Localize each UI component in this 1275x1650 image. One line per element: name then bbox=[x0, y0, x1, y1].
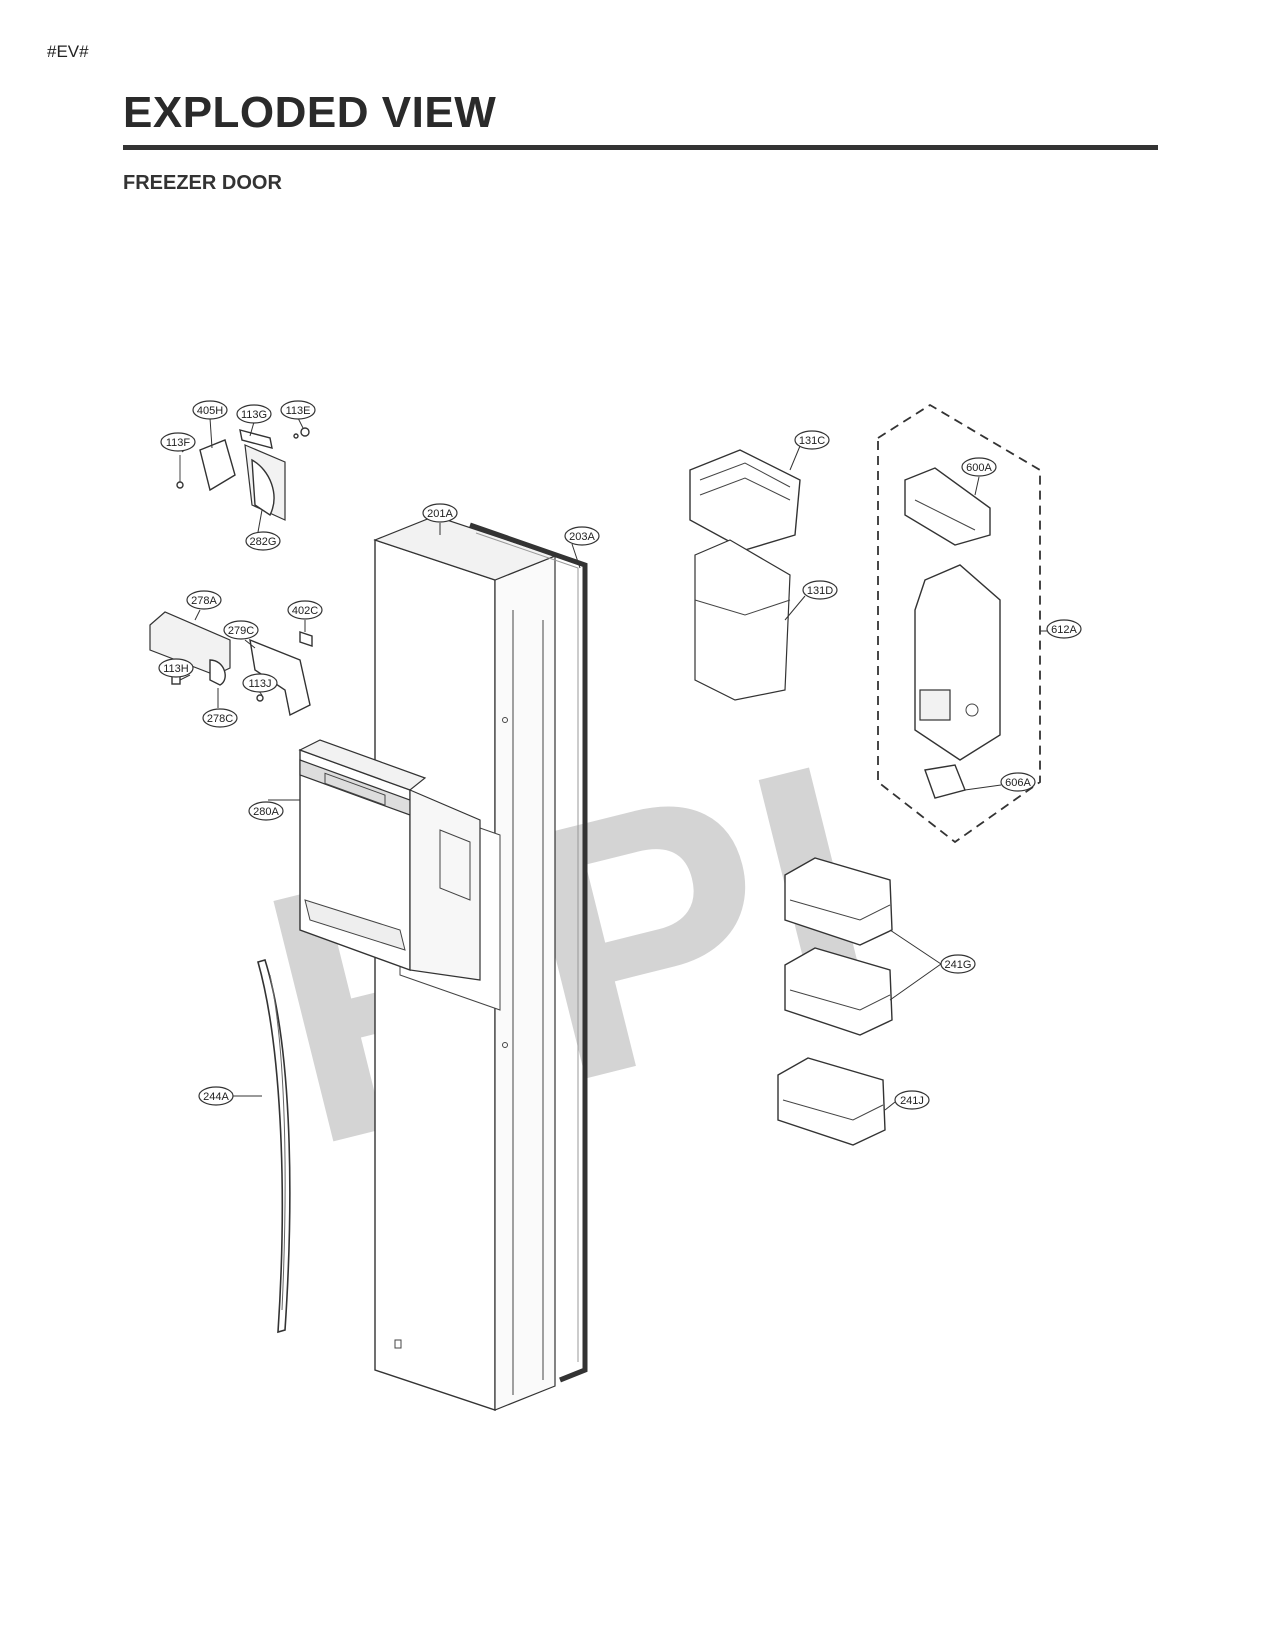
label-241G: 241G bbox=[945, 959, 972, 971]
label-282G: 282G bbox=[250, 536, 277, 548]
label-280A: 280A bbox=[253, 806, 279, 818]
callout-241G: 241G bbox=[940, 954, 976, 974]
label-278A: 278A bbox=[191, 595, 217, 607]
label-279C: 279C bbox=[228, 625, 254, 637]
callout-606A: 606A bbox=[1000, 772, 1036, 792]
label-612A: 612A bbox=[1051, 624, 1077, 636]
leader-lines bbox=[179, 417, 1047, 1111]
label-405H: 405H bbox=[197, 405, 223, 417]
callout-241J: 241J bbox=[894, 1090, 930, 1110]
label-244A: 244A bbox=[203, 1091, 229, 1103]
label-113F: 113F bbox=[166, 437, 191, 449]
label-402C: 402C bbox=[292, 605, 318, 617]
callout-280A: 280A bbox=[248, 801, 284, 821]
ice-bucket bbox=[689, 449, 801, 701]
label-113J: 113J bbox=[248, 678, 271, 690]
callout-600A: 600A bbox=[961, 457, 997, 477]
upper-small-parts bbox=[176, 427, 310, 521]
label-600A: 600A bbox=[966, 462, 992, 474]
callout-244A: 244A bbox=[198, 1086, 234, 1106]
callout-282G: 282G bbox=[245, 531, 281, 551]
callout-113E: 113E bbox=[280, 400, 316, 420]
door-handle bbox=[257, 959, 291, 1334]
door-gasket bbox=[469, 522, 588, 1383]
label-606A: 606A bbox=[1005, 777, 1031, 789]
callout-113J: 113J bbox=[242, 673, 278, 693]
section-subtitle: FREEZER DOOR bbox=[123, 172, 282, 194]
label-131C: 131C bbox=[799, 435, 825, 447]
callout-131C: 131C bbox=[794, 430, 830, 450]
page-tag: #EV# bbox=[47, 42, 89, 61]
door-bins bbox=[777, 857, 893, 1146]
callout-201A: 201A bbox=[422, 503, 458, 523]
callout-278A: 278A bbox=[186, 590, 222, 610]
middle-small-parts bbox=[149, 611, 313, 717]
label-203A: 203A bbox=[569, 531, 595, 543]
label-131D: 131D bbox=[807, 585, 833, 597]
label-278C: 278C bbox=[207, 713, 233, 725]
label-241J: 241J bbox=[900, 1095, 924, 1107]
callout-131D: 131D bbox=[802, 580, 838, 600]
callout-612A: 612A bbox=[1046, 619, 1082, 639]
title-rule bbox=[123, 145, 1158, 150]
dispenser-cover bbox=[298, 739, 481, 981]
callout-278C: 278C bbox=[202, 708, 238, 728]
label-201A: 201A bbox=[427, 508, 453, 520]
callout-113G: 113G bbox=[236, 404, 272, 424]
callout-113F: 113F bbox=[160, 432, 196, 452]
callout-113H: 113H bbox=[158, 658, 194, 678]
callout-203A: 203A bbox=[564, 526, 600, 546]
label-113G: 113G bbox=[241, 409, 267, 421]
ice-maker-assembly bbox=[877, 403, 1041, 844]
callout-405H: 405H bbox=[192, 400, 228, 420]
page-title: EXPLODED VIEW bbox=[123, 88, 497, 137]
label-113E: 113E bbox=[286, 405, 311, 417]
callout-279C: 279C bbox=[223, 620, 259, 640]
label-113H: 113H bbox=[163, 663, 189, 675]
callout-402C: 402C bbox=[287, 600, 323, 620]
